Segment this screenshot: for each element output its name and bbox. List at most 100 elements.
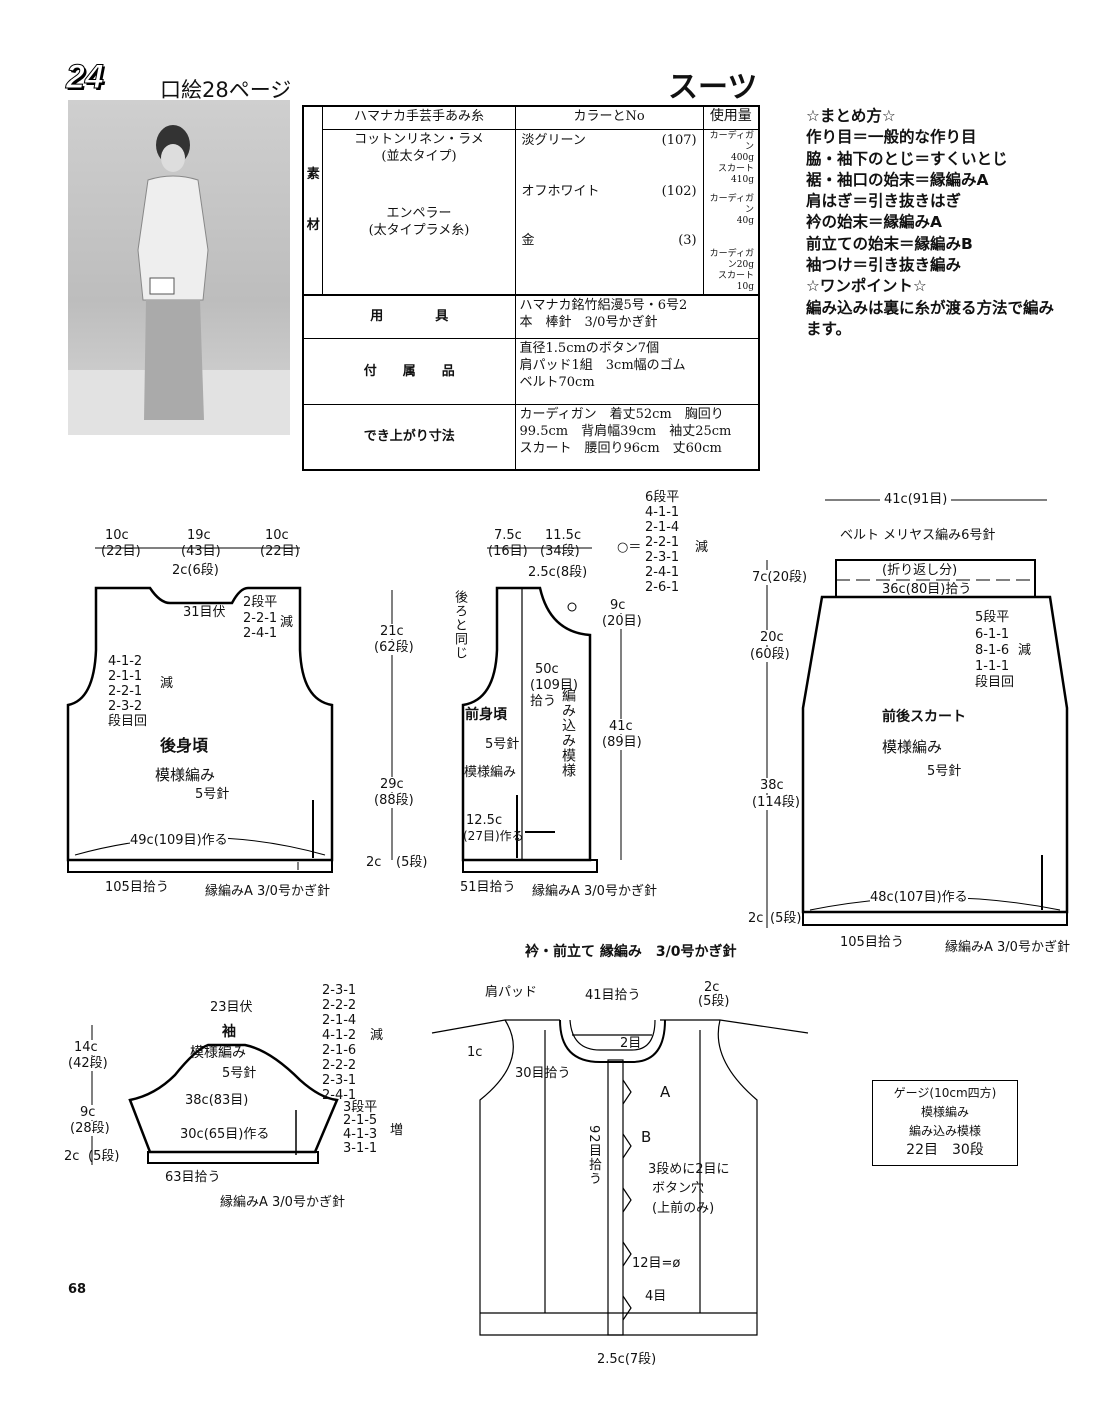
shaping-label: 4-1-2 <box>322 1028 357 1043</box>
dim-label: 19c <box>187 528 211 543</box>
annotation: 92目拾う <box>586 1125 601 1186</box>
dim-label: 拾う <box>530 694 557 709</box>
collar-title: 衿・前立て 縁編み 3/0号かぎ針 <box>525 944 737 960</box>
piece-title: 前身頃 <box>465 707 507 723</box>
dim-label: 縁編みA 3/0号かぎ針 <box>220 1195 345 1210</box>
dim-label: (5段) <box>770 911 802 926</box>
annotation: 30目拾う <box>515 1066 571 1081</box>
dim-label: 105目拾う <box>840 935 904 950</box>
piece-needle: 5号針 <box>222 1066 257 1081</box>
shaping-label: 2-6-1 <box>645 580 680 595</box>
shaping-label: 増 <box>390 1123 404 1138</box>
reference-page: 口絵28ページ <box>160 78 292 102</box>
page-title: スーツ <box>668 70 758 105</box>
shaping-label: 4-1-3 <box>343 1127 378 1142</box>
shaping-label: 段目回 <box>108 714 148 729</box>
shaping-label: 2-4-1 <box>322 1088 357 1103</box>
dim-label: 49c(109目)作る <box>130 833 228 848</box>
dim-label: 29c <box>380 777 404 792</box>
shaping-label: 減 <box>280 615 294 630</box>
dim-label: (22目) <box>101 544 141 559</box>
dim-label: 38c(83目) <box>185 1093 249 1108</box>
shaping-label: 2-1-6 <box>322 1043 357 1058</box>
annotation: (上前のみ) <box>652 1201 715 1216</box>
dim-label: 30c(65目)作る <box>180 1127 270 1142</box>
gauge-stitch: 編み込み模様 <box>908 1124 981 1138</box>
dim-label: 後ろと同じ <box>452 590 467 660</box>
tools-label: 用 具 <box>302 294 516 339</box>
legend-label: ○＝ <box>617 540 642 555</box>
sleeve-outline <box>128 1043 339 1164</box>
annotation: 12目=ø <box>632 1256 681 1271</box>
accessories-value: 直径1.5cmのボタン7個肩パッド1組 3cm幅のゴムベルト70cm <box>514 338 760 405</box>
piece-title: 後身頃 <box>160 736 209 755</box>
shaping-label: 2-2-1 <box>645 535 680 550</box>
dim-label: (89目) <box>602 735 642 750</box>
dim-label: 2c(6段) <box>172 563 219 578</box>
dim-label: 23目伏 <box>210 1000 253 1015</box>
shaping-label: 3段平 <box>343 1100 378 1115</box>
shaping-label: 減 <box>370 1028 384 1043</box>
dim-label: 11.5c <box>545 528 582 543</box>
piece-needle: 5号針 <box>927 764 962 779</box>
annotation: 3段めに2目に <box>648 1162 730 1177</box>
shaping-label: 2-3-1 <box>645 550 680 565</box>
page-number: 68 <box>68 1282 87 1297</box>
dim-label: (20目) <box>602 614 642 629</box>
side-label: 材 <box>306 218 320 234</box>
dim-label: 10c <box>265 528 289 543</box>
shaping-label: 減 <box>160 676 174 691</box>
dim-label: (5段) <box>88 1149 120 1164</box>
dim-label: 2c <box>64 1149 80 1164</box>
shaping-label: 5段平 <box>975 610 1010 625</box>
size-label: でき上がり寸法 <box>302 404 516 470</box>
side-label: 素 <box>306 167 320 183</box>
dim-label: (22目) <box>260 544 300 559</box>
shaping-label: 2段平 <box>243 595 278 610</box>
piece-stitch: 編み込み模様 <box>560 688 576 778</box>
annotation: 1c <box>467 1045 483 1060</box>
dim-label: 2.5c(8段) <box>528 565 588 580</box>
dim-label: 50c <box>535 662 559 677</box>
dim-label: (34段) <box>540 544 580 559</box>
dim-label: (16目) <box>488 544 528 559</box>
shaping-label: 8-1-6 <box>975 643 1010 658</box>
shaping-label: 6段平 <box>645 490 680 505</box>
back-body-outline <box>66 586 334 873</box>
dim-label: (114段) <box>752 795 800 810</box>
shaping-label: 段目回 <box>975 675 1015 690</box>
annotation: 41目拾う <box>585 988 641 1003</box>
dim-label: 41c <box>609 719 633 734</box>
dim-label: 41c(91目) <box>880 492 952 507</box>
pattern-number: 24 <box>66 58 105 97</box>
yarn-cell: コットンリネン・ラメ(並太タイプ)エンペラー(太タイプラメ糸) <box>322 128 516 295</box>
assembly-notes: ☆まとめ方☆作り目＝一般的な作り目脇・袖下のとじ＝すくいとじ裾・袖口の始末＝縁編… <box>806 107 1055 338</box>
piece-title: 袖 <box>222 1024 236 1040</box>
col-yarn: ハマナカ手芸手あみ糸 <box>322 105 516 130</box>
dim-label: 51目拾う <box>460 880 516 895</box>
belt-label: ベルト メリヤス編み6号針 <box>840 528 996 543</box>
dim-label: 21c <box>380 624 404 639</box>
shaping-label: 2-2-2 <box>322 998 357 1013</box>
dim-label: (109目) <box>530 678 578 693</box>
skirt-outline <box>801 559 1069 926</box>
annotation: 2.5c(7段) <box>597 1352 657 1367</box>
shaping-label: 2-2-2 <box>322 1058 357 1073</box>
annotation: 2目 <box>620 1036 642 1051</box>
shaping-label: 3-1-1 <box>343 1141 378 1156</box>
dim-label: (5段) <box>396 855 428 870</box>
dim-label: (27目)作る <box>463 829 524 843</box>
shaping-label: 2-3-1 <box>322 1073 357 1088</box>
accessories-label: 付 属 品 <box>302 338 516 405</box>
piece-stitch: 模様編み <box>155 766 216 784</box>
col-color: カラーとNo <box>514 105 704 130</box>
shaping-label: 2-2-1 <box>243 611 278 626</box>
front-body-outline <box>461 586 598 873</box>
dim-label: 10c <box>105 528 129 543</box>
annotation: 4目 <box>645 1289 667 1304</box>
dim-label: 105目拾う <box>105 880 169 895</box>
gauge-value: 22目 30段 <box>906 1142 984 1158</box>
shaping-label: 4-1-2 <box>108 654 143 669</box>
